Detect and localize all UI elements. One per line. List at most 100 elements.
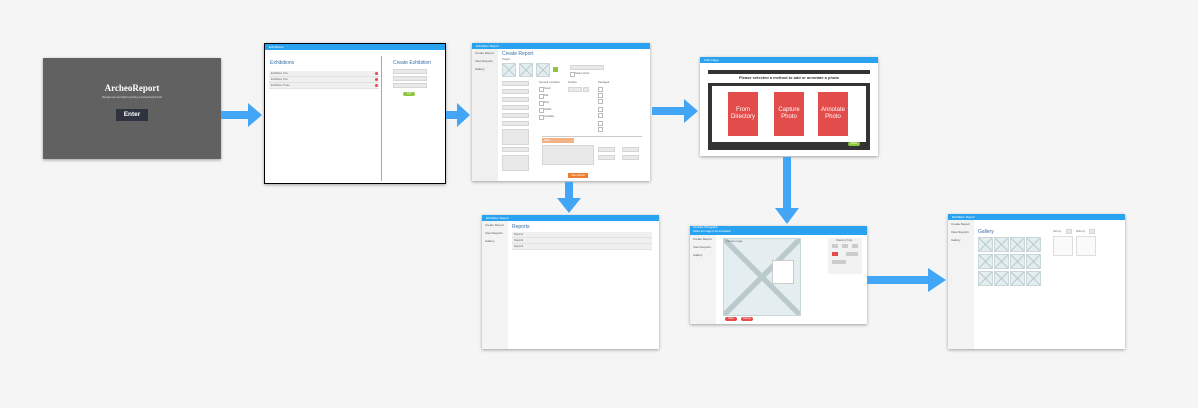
- general-condition-label: General Condition: [539, 81, 560, 84]
- field[interactable]: [502, 147, 529, 152]
- gallery-thumbnail[interactable]: [1026, 237, 1041, 252]
- sort-dropdown[interactable]: [1053, 236, 1073, 256]
- checkbox[interactable]: [598, 121, 603, 126]
- filter-dropdown[interactable]: [1076, 236, 1096, 256]
- sidebar-item-create[interactable]: Create Report: [951, 222, 970, 226]
- arrow-landing-to-exhibitions: [221, 103, 262, 127]
- field[interactable]: [502, 97, 529, 102]
- gallery-thumbnail[interactable]: [978, 271, 993, 286]
- select-photo-field[interactable]: [570, 65, 604, 70]
- surface-select[interactable]: [568, 87, 582, 92]
- delete-icon[interactable]: [375, 78, 378, 81]
- checkbox[interactable]: [539, 115, 544, 120]
- gallery-thumbnail[interactable]: [1026, 271, 1041, 286]
- enter-button[interactable]: Enter: [116, 109, 148, 121]
- notes-field[interactable]: [502, 129, 529, 145]
- exhibitions-screen: Exhibitions Exhibitions Exhibition One E…: [264, 43, 446, 184]
- field[interactable]: [502, 81, 529, 86]
- cancel-button[interactable]: Cancel: [741, 317, 753, 321]
- checkbox[interactable]: [598, 99, 603, 104]
- checkbox[interactable]: [598, 87, 603, 92]
- checkbox[interactable]: [539, 101, 544, 106]
- gallery-thumbnail[interactable]: [978, 237, 993, 252]
- list-item[interactable]: Exhibition Three: [269, 83, 379, 89]
- checkbox[interactable]: [539, 94, 544, 99]
- checkbox[interactable]: [539, 87, 544, 92]
- save-report-button[interactable]: Save Report: [568, 173, 588, 178]
- date-field[interactable]: [393, 83, 427, 88]
- gallery-thumbnail[interactable]: [1010, 237, 1025, 252]
- done-button[interactable]: Done: [848, 142, 860, 146]
- delete-icon[interactable]: [375, 72, 378, 75]
- sidebar-item-create[interactable]: Create Report: [693, 237, 712, 241]
- tool-button[interactable]: [832, 260, 846, 264]
- gallery-thumbnail[interactable]: [978, 254, 993, 269]
- field[interactable]: [502, 105, 529, 110]
- sidebar-item-create[interactable]: Create Report: [475, 51, 494, 55]
- save-button[interactable]: Save: [725, 317, 737, 321]
- list-item[interactable]: Report3: [512, 244, 652, 250]
- checkbox[interactable]: [539, 108, 544, 113]
- create-exhibition-title: Create Exhibition: [393, 60, 432, 66]
- sidebar-item-reports[interactable]: View Reports: [951, 230, 969, 234]
- checkbox[interactable]: [570, 72, 575, 77]
- poor-label: Poor: [544, 101, 550, 104]
- sidebar-item-gallery[interactable]: Gallery: [951, 238, 961, 242]
- exhibition-name-field[interactable]: [393, 69, 427, 74]
- good-label: Good: [544, 87, 551, 90]
- field[interactable]: [502, 89, 529, 94]
- sidebar-item-create[interactable]: Create Report: [485, 223, 504, 227]
- filter-select[interactable]: [1089, 229, 1095, 234]
- sidebar-item-gallery[interactable]: Gallery: [475, 67, 485, 71]
- photo-placeholder[interactable]: [536, 63, 550, 77]
- field[interactable]: [502, 121, 529, 126]
- title-bar: Annotate Photograph Select an image to b…: [690, 226, 867, 235]
- field[interactable]: [502, 155, 529, 171]
- sidebar-item-gallery[interactable]: Gallery: [485, 239, 495, 243]
- sort-select[interactable]: [1066, 229, 1072, 234]
- gallery-thumbnail[interactable]: [1010, 254, 1025, 269]
- notes-textarea[interactable]: [542, 145, 594, 165]
- field[interactable]: [622, 155, 639, 160]
- gallery-thumbnail[interactable]: [994, 254, 1009, 269]
- gallery-thumbnail[interactable]: [994, 271, 1009, 286]
- surface-stepper[interactable]: [583, 87, 589, 92]
- sidebar-item-gallery[interactable]: Gallery: [693, 253, 703, 257]
- tool-button[interactable]: [842, 244, 848, 248]
- checkbox[interactable]: [598, 107, 603, 112]
- field[interactable]: [598, 147, 615, 152]
- gallery-thumbnail[interactable]: [1026, 254, 1041, 269]
- checkbox[interactable]: [598, 113, 603, 118]
- sidebar-item-reports[interactable]: View Reports: [485, 231, 503, 235]
- checkbox[interactable]: [598, 93, 603, 98]
- tool-button[interactable]: [832, 244, 838, 248]
- add-exhibition-button[interactable]: Add: [403, 92, 415, 96]
- list-item[interactable]: Report1: [512, 232, 652, 238]
- gallery-thumbnail[interactable]: [1010, 271, 1025, 286]
- checkbox[interactable]: [598, 127, 603, 132]
- field[interactable]: [598, 155, 615, 160]
- sort-label: Sort by: [1053, 230, 1062, 233]
- list-item[interactable]: Exhibition Two: [269, 77, 379, 83]
- photo-placeholder[interactable]: [519, 63, 533, 77]
- delete-icon[interactable]: [375, 84, 378, 87]
- tool-button[interactable]: [852, 244, 858, 248]
- sidebar-item-reports[interactable]: View Reports: [475, 59, 493, 63]
- photo-placeholder[interactable]: [502, 63, 516, 77]
- tool-button[interactable]: [846, 252, 858, 256]
- stable-label: Stable: [544, 108, 552, 111]
- sidebar-item-reports[interactable]: View Reports: [693, 245, 711, 249]
- sidebar: Create Report View Reports Gallery: [948, 220, 974, 349]
- arrow-addphoto-to-annotate: [775, 157, 799, 224]
- field[interactable]: [502, 113, 529, 118]
- list-item[interactable]: Exhibition One: [269, 71, 379, 77]
- field[interactable]: [622, 147, 639, 152]
- add-photo-button[interactable]: [553, 67, 558, 72]
- location-field[interactable]: [393, 76, 427, 81]
- gallery-thumbnail[interactable]: [994, 237, 1009, 252]
- list-item[interactable]: Report2: [512, 238, 652, 244]
- color-swatch[interactable]: [832, 252, 838, 256]
